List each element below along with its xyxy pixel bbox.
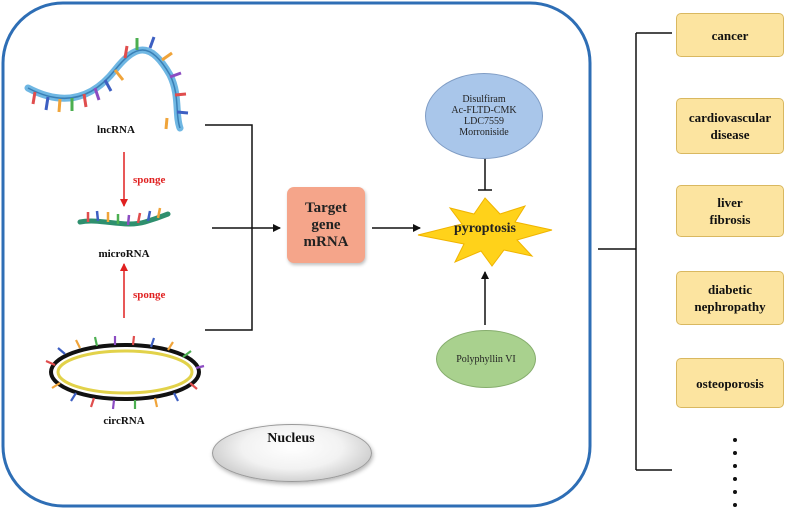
disease-box-osteoporosis: osteoporosis [676, 358, 784, 408]
drug-ac-fltd-cmk: Ac-FLTD-CMK [451, 105, 517, 116]
lncrna-label: lncRNA [97, 124, 135, 136]
inhibitor-drugs-ellipse: Disulfiram Ac-FLTD-CMK LDC7559 Morronisi… [425, 73, 543, 159]
ellipsis-dot [733, 490, 737, 494]
pyroptosis-label: pyroptosis [454, 221, 516, 236]
disease-diabetic-line-1: diabetic [707, 282, 753, 297]
ellipsis-dot [733, 503, 737, 507]
microrna-label: microRNA [98, 248, 150, 260]
target-line-3: mRNA [303, 233, 349, 250]
ellipsis-dot [733, 464, 737, 468]
disease-box-cardiovascular: cardiovascular disease [676, 98, 784, 154]
target-line-1: Target [305, 199, 347, 216]
polyphyllin-ellipse: Polyphyllin VI [436, 330, 536, 388]
disease-liver-line-2: fibrosis [709, 212, 751, 227]
rna-bracket [205, 124, 281, 331]
disease-cardiovascular-line-1: cardiovascular [688, 110, 772, 125]
sponge-label-upper: sponge [133, 174, 166, 186]
disease-liver-line-1: liver [717, 195, 743, 210]
disease-cardiovascular-line-2: disease [710, 127, 750, 142]
ellipsis-dot [733, 438, 737, 442]
disease-cancer-label: cancer [711, 27, 749, 43]
lncrna-graphic [24, 36, 189, 132]
disease-box-diabetic-nephropathy: diabetic nephropathy [676, 271, 784, 325]
disease-diabetic-line-2: nephropathy [694, 299, 766, 314]
circrna-graphic [45, 335, 205, 410]
ellipsis-dot [733, 451, 737, 455]
inhibition-bar [478, 158, 492, 191]
sponge-label-lower: sponge [133, 289, 166, 301]
pyroptosis-star [417, 197, 553, 267]
target-line-2: gene [311, 216, 341, 233]
circrna-label: circRNA [103, 415, 145, 427]
drug-disulfiram: Disulfiram [462, 94, 506, 105]
disease-bracket [598, 32, 672, 471]
disease-box-cancer: cancer [676, 13, 784, 57]
disease-box-liver-fibrosis: liver fibrosis [676, 185, 784, 237]
nucleus-ellipse [212, 424, 372, 482]
drug-ldc7559: LDC7559 [464, 116, 504, 127]
ellipsis-dot [733, 477, 737, 481]
cell-frame [1, 1, 592, 508]
target-gene-mrna-box: Target gene mRNA [287, 187, 365, 263]
nucleus-label: Nucleus [267, 431, 315, 446]
polyphyllin-label: Polyphyllin VI [456, 353, 516, 365]
drug-morroniside: Morroniside [459, 127, 509, 138]
disease-osteoporosis-label: osteoporosis [696, 375, 764, 391]
microrna-graphic [77, 207, 171, 227]
